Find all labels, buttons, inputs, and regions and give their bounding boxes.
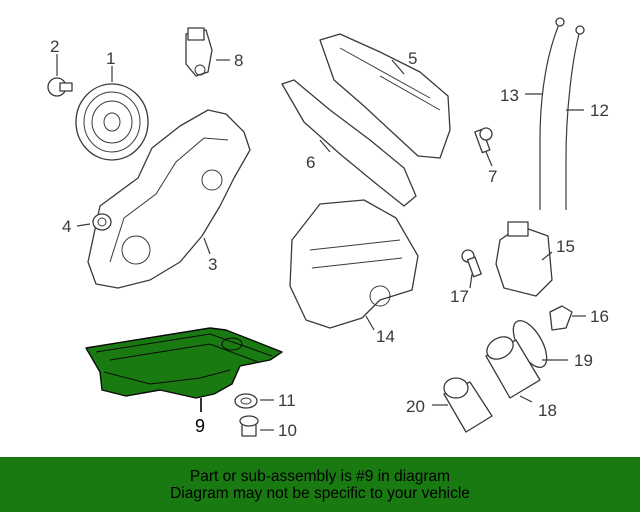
part-11-washer [234, 393, 258, 409]
callout-2: 2 [50, 37, 59, 56]
callout-5: 5 [408, 49, 417, 68]
callout-8: 8 [234, 51, 243, 70]
part-5-valve-cover [319, 33, 451, 159]
callout-17: 17 [450, 287, 469, 306]
part-15-cooler-housing [495, 221, 553, 297]
part-2-bolt [47, 77, 73, 97]
part-9-oil-pan[interactable] [85, 327, 283, 399]
part-4-seal [92, 213, 112, 231]
part-1-pulley [75, 83, 149, 161]
leader-lines [56, 54, 586, 431]
part-16-clip [549, 305, 573, 331]
callout-15: 15 [556, 237, 575, 256]
banner-line-1: Part or sub-assembly is #9 in diagram [189, 467, 451, 485]
callout-1: 1 [106, 49, 115, 68]
part-3-timing-cover [87, 109, 251, 289]
callout-20: 20 [406, 397, 425, 416]
part-17-bolt [461, 249, 482, 278]
callout-16: 16 [590, 307, 609, 326]
part-14-intake-manifold [289, 199, 419, 329]
part-6-gasket [281, 79, 417, 207]
callout-13: 13 [500, 86, 519, 105]
callout-18: 18 [538, 401, 557, 420]
callout-numbers: 2 1 8 4 3 5 6 7 13 12 14 15 16 17 19 18 … [50, 37, 609, 440]
callout-9: 9 [195, 416, 205, 436]
part-8-valve [185, 27, 213, 77]
info-banner: Part or sub-assembly is #9 in diagram Di… [0, 457, 640, 512]
banner-line-2: Diagram may not be specific to your vehi… [170, 484, 470, 502]
part-7-bolt [474, 127, 493, 154]
callout-10: 10 [278, 421, 297, 440]
callout-19: 19 [574, 351, 593, 370]
callout-7: 7 [488, 167, 497, 186]
part-18-oil-filter [485, 336, 541, 399]
callout-12: 12 [590, 101, 609, 120]
callout-4: 4 [62, 217, 71, 236]
part-12-13-dipsticks [539, 17, 585, 210]
callout-6: 6 [306, 153, 315, 172]
part-10-drain-plug [239, 415, 259, 437]
callout-14: 14 [376, 327, 395, 346]
callout-3: 3 [208, 255, 217, 274]
parts-diagram: 2 1 8 4 3 5 6 7 13 12 14 15 16 17 19 18 … [47, 17, 609, 440]
part-20-filter-cap [443, 377, 493, 433]
callout-11: 11 [278, 391, 296, 410]
